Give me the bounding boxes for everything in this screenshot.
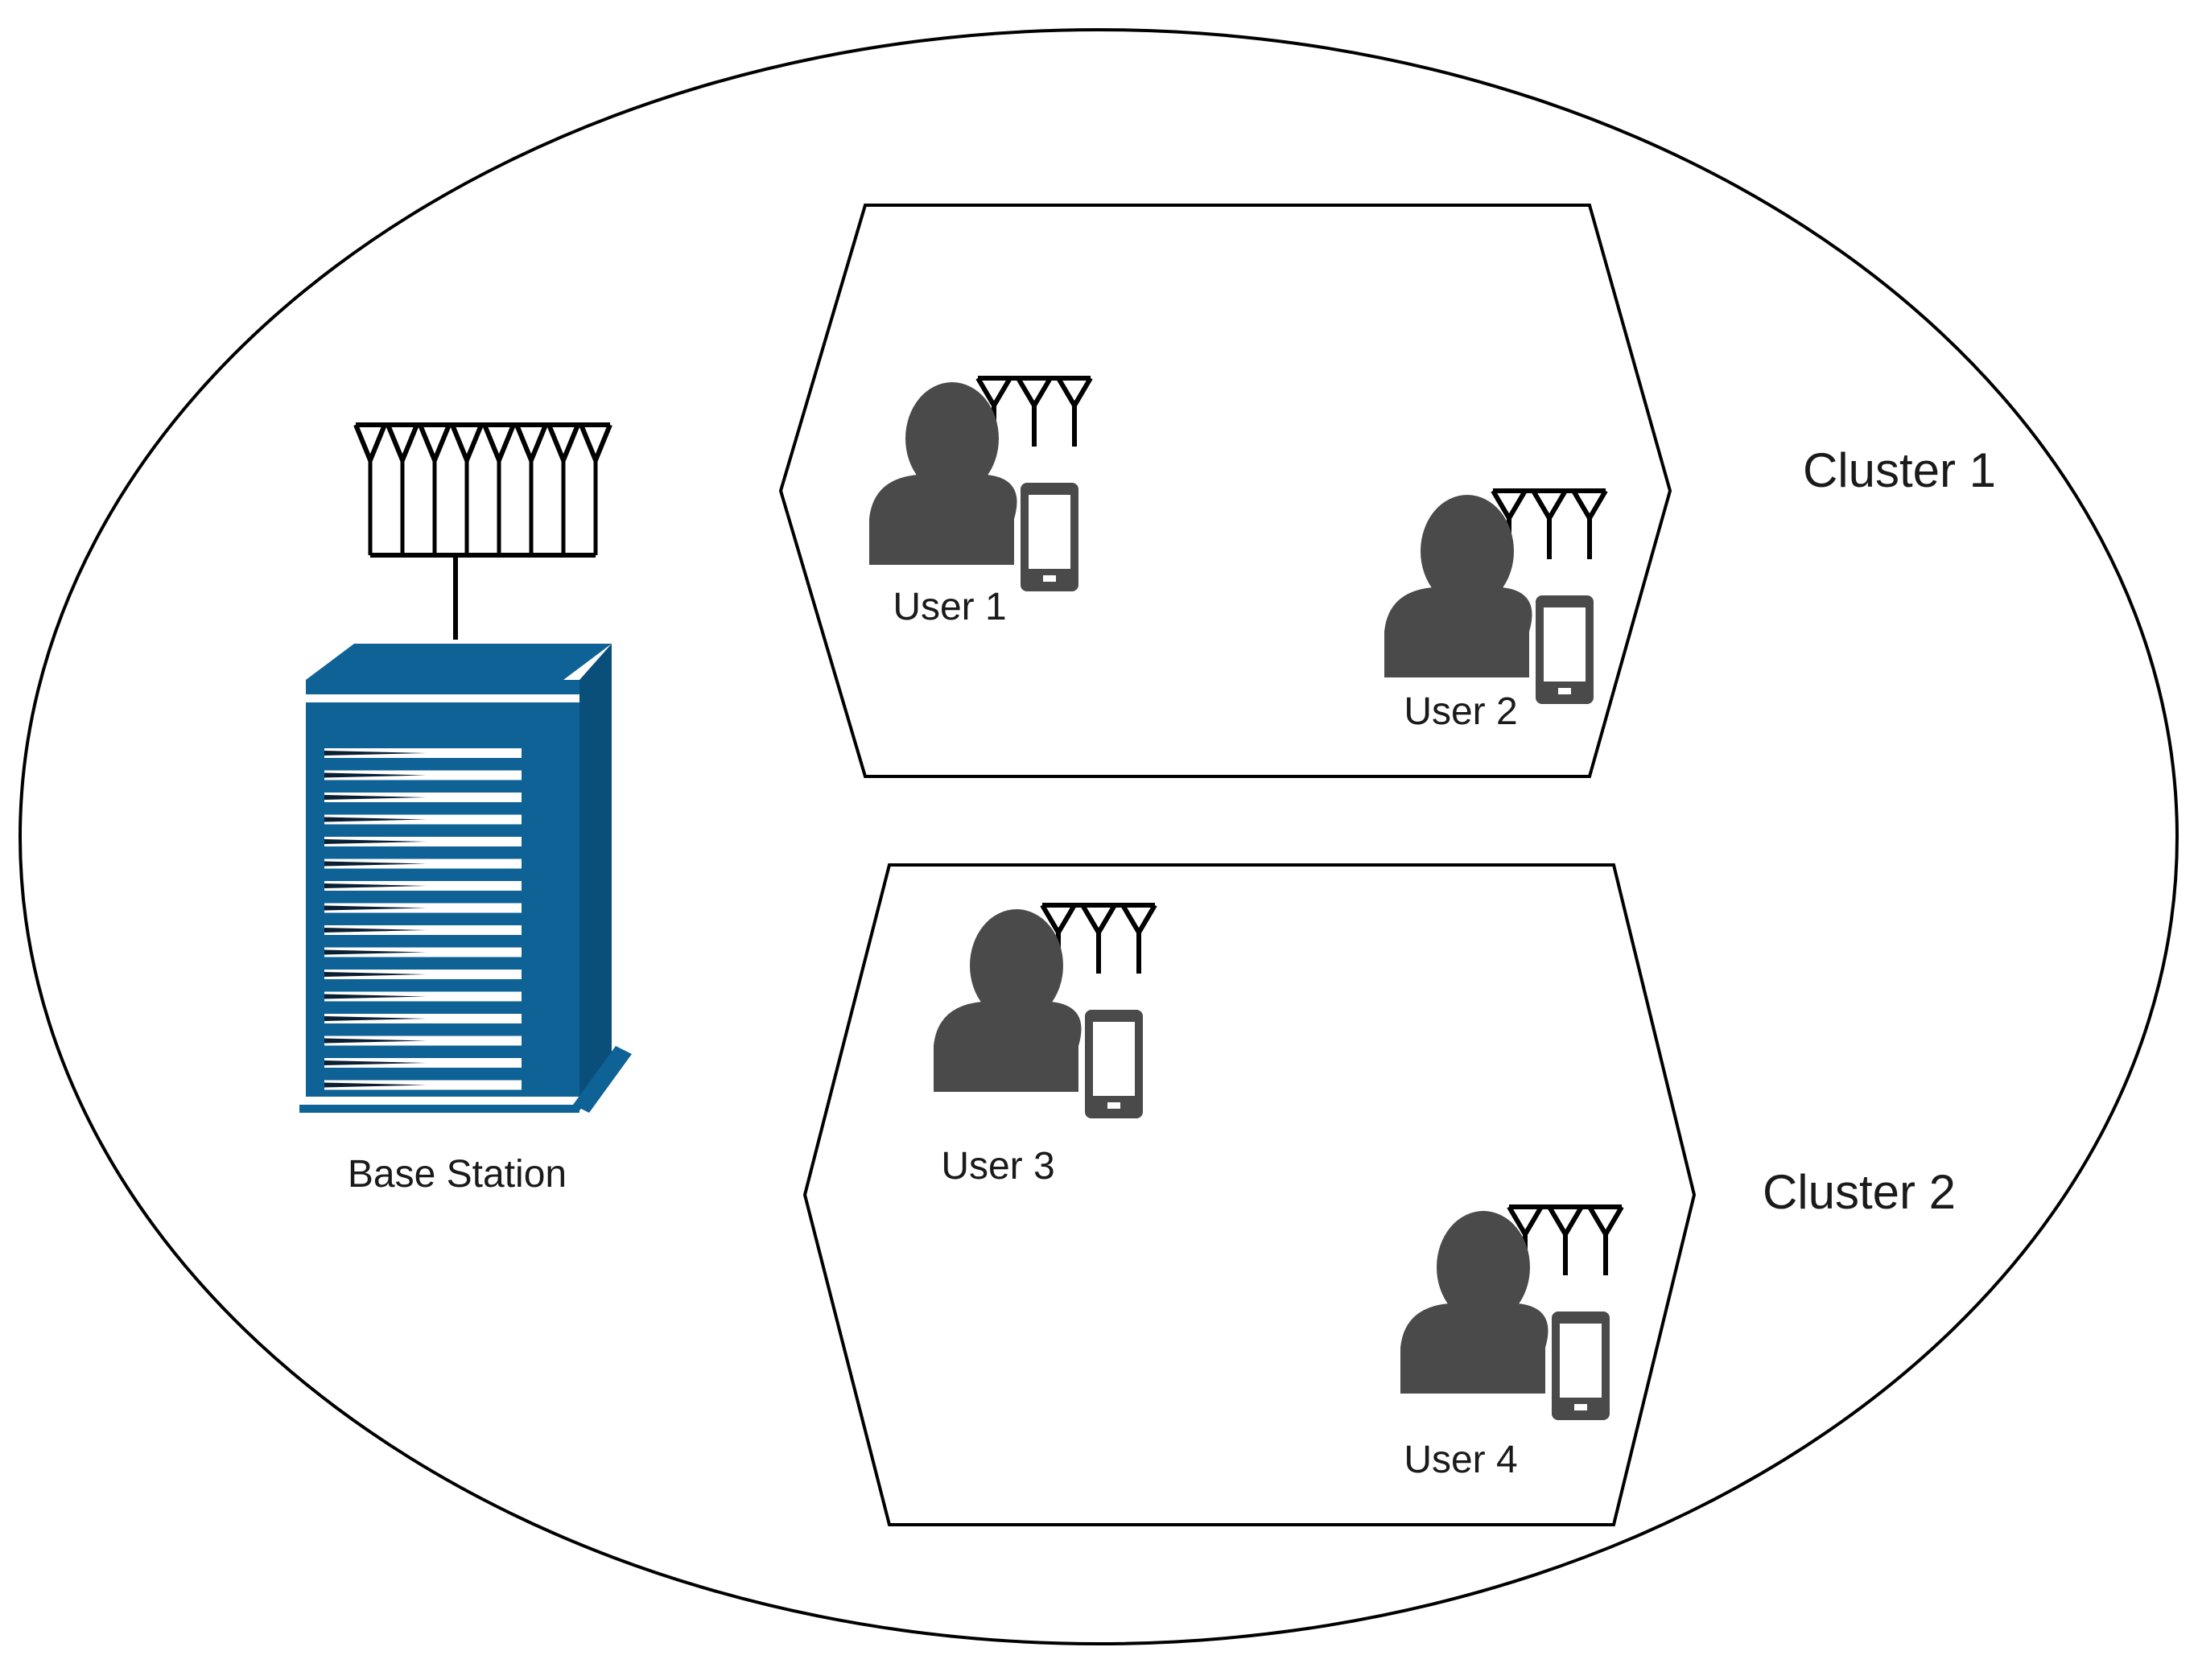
user-label: User 3 [941, 1145, 1054, 1188]
user-with-phone-icon [869, 376, 1093, 591]
cluster-1-boundary [778, 204, 1672, 778]
coverage-area-ellipse [19, 28, 2179, 1645]
user-with-phone-icon [934, 903, 1157, 1118]
user-label: User 2 [1404, 690, 1517, 733]
person-body [869, 475, 1017, 565]
cluster-2-boundary [802, 863, 1697, 1526]
user-label: User 1 [893, 586, 1006, 628]
user-with-phone-icon [1400, 1204, 1624, 1420]
user-antenna-icon [975, 376, 1093, 447]
user-label: User 4 [1404, 1439, 1517, 1481]
person-body [934, 1002, 1082, 1092]
antenna-array-icon [356, 422, 610, 640]
cluster-2-label: Cluster 2 [1763, 1165, 1956, 1219]
cluster-1-label: Cluster 1 [1803, 443, 1996, 497]
base-station-label: Base Station [348, 1153, 567, 1196]
person-head [905, 382, 999, 495]
user-with-phone-icon [1384, 488, 1608, 704]
person-head [1437, 1211, 1530, 1324]
person-body [1384, 587, 1532, 677]
base-station: Base Station [299, 422, 632, 1196]
users-layer: User 1 User 2 User 3 User 4 [869, 376, 1624, 1481]
server-tower-icon [299, 644, 632, 1113]
person-head [970, 909, 1063, 1022]
person-head [1421, 495, 1514, 607]
person-body [1400, 1303, 1548, 1394]
